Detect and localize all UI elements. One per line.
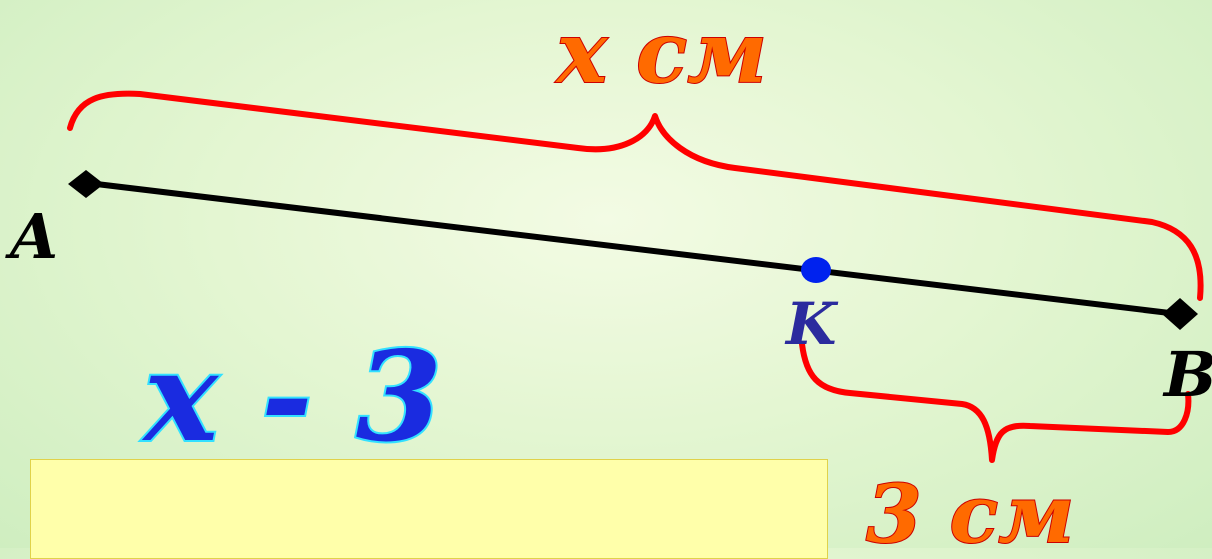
segment-ab — [85, 180, 1181, 317]
point-a-label: A — [5, 200, 58, 273]
expression-label: x - 3 — [141, 325, 442, 470]
brace-total — [67, 90, 1204, 301]
point-k-label: K — [784, 290, 839, 358]
point-a-marker — [68, 170, 104, 198]
brace-remainder — [799, 341, 1192, 463]
total-length-label: x см — [555, 3, 767, 102]
caption-box — [30, 459, 828, 559]
remainder-length-label: 3 см — [866, 467, 1074, 548]
point-b-marker — [1162, 298, 1198, 330]
point-b-label: B — [1162, 338, 1212, 411]
point-k-marker — [801, 257, 831, 283]
